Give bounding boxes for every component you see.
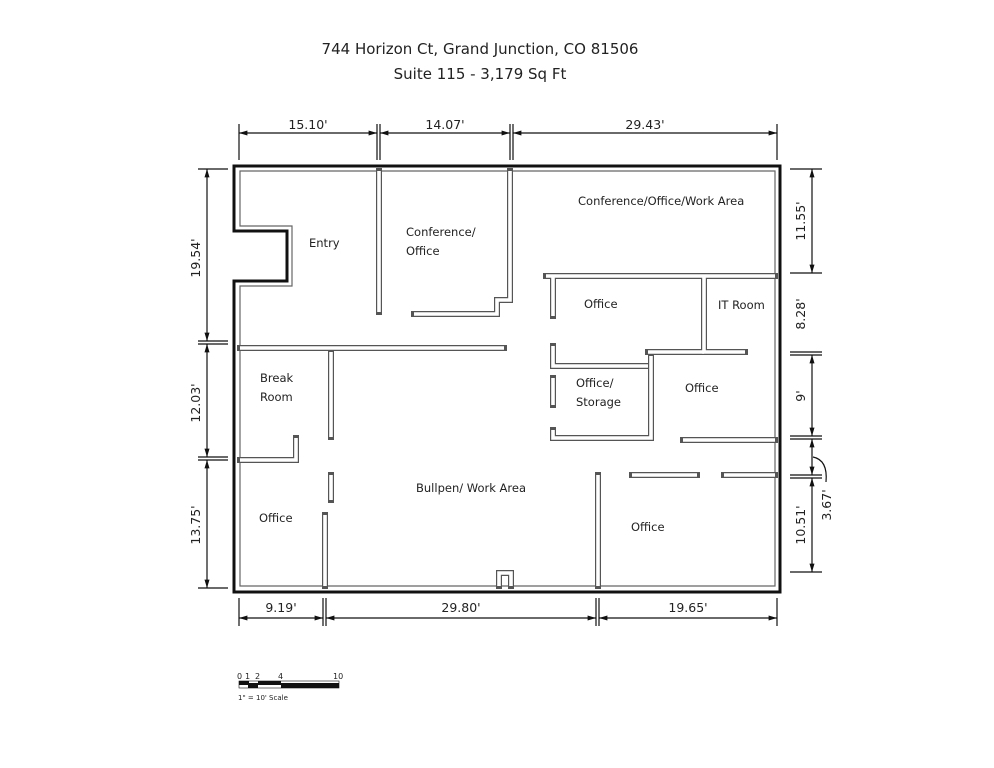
scale-tick-4: 4 (278, 672, 283, 681)
dim-left-1: 19.54' (188, 238, 203, 277)
room-label-office-lower-left: Office (259, 511, 293, 525)
address-title: 744 Horizon Ct, Grand Junction, CO 81506 (321, 40, 639, 58)
dim-left-3: 13.75' (188, 505, 203, 544)
dim-right-3: 9' (793, 390, 808, 401)
scale-bar: 0 1 2 4 10 1" = 10' Scale (237, 672, 343, 702)
room-label-conference-line2: Office (406, 244, 440, 258)
room-label-entry: Entry (309, 236, 340, 250)
dim-right-2: 8.28' (793, 298, 808, 329)
top-dimensions: 15.10' 14.07' 29.43' (238, 117, 778, 160)
dim-bottom-1: 9.19' (265, 600, 296, 615)
room-label-conference: Conference/ (406, 225, 476, 239)
bottom-dimensions: 9.19' 29.80' 19.65' (238, 598, 778, 626)
right-dimensions: 11.55' 8.28' 9' 3.67' 10.51' (790, 168, 834, 573)
room-label-office-right: Office (685, 381, 719, 395)
interior-walls (237, 168, 778, 589)
scale-tick-0: 0 (237, 672, 242, 681)
room-label-it-room: IT Room (718, 298, 765, 312)
room-label-office-storage: Office/ (576, 376, 614, 390)
room-label-conference-work-area: Conference/Office/Work Area (578, 194, 744, 208)
room-label-break-room: Break (260, 371, 293, 385)
scale-tick-1: 1 (245, 672, 250, 681)
room-label-bullpen: Bullpen/ Work Area (416, 481, 526, 495)
scale-label: 1" = 10' Scale (238, 694, 288, 702)
room-label-office-storage-line2: Storage (576, 395, 621, 409)
dim-right-5: 10.51' (793, 505, 808, 544)
dim-bottom-2: 29.80' (441, 600, 480, 615)
dim-bottom-3: 19.65' (668, 600, 707, 615)
room-label-office-top: Office (584, 297, 618, 311)
dim-left-2: 12.03' (188, 383, 203, 422)
exterior-wall (232, 164, 782, 594)
dim-right-4: 3.67' (819, 489, 834, 520)
scale-tick-10: 10 (333, 672, 343, 681)
room-label-office-lower-right: Office (631, 520, 665, 534)
dim-top-3: 29.43' (625, 117, 664, 132)
room-label-break-room-line2: Room (260, 390, 293, 404)
suite-subtitle: Suite 115 - 3,179 Sq Ft (393, 65, 567, 83)
dim-top-1: 15.10' (288, 117, 327, 132)
dim-top-2: 14.07' (425, 117, 464, 132)
dim-right-1: 11.55' (793, 201, 808, 240)
scale-tick-2: 2 (255, 672, 260, 681)
left-dimensions: 19.54' 12.03' 13.75' (188, 168, 228, 589)
